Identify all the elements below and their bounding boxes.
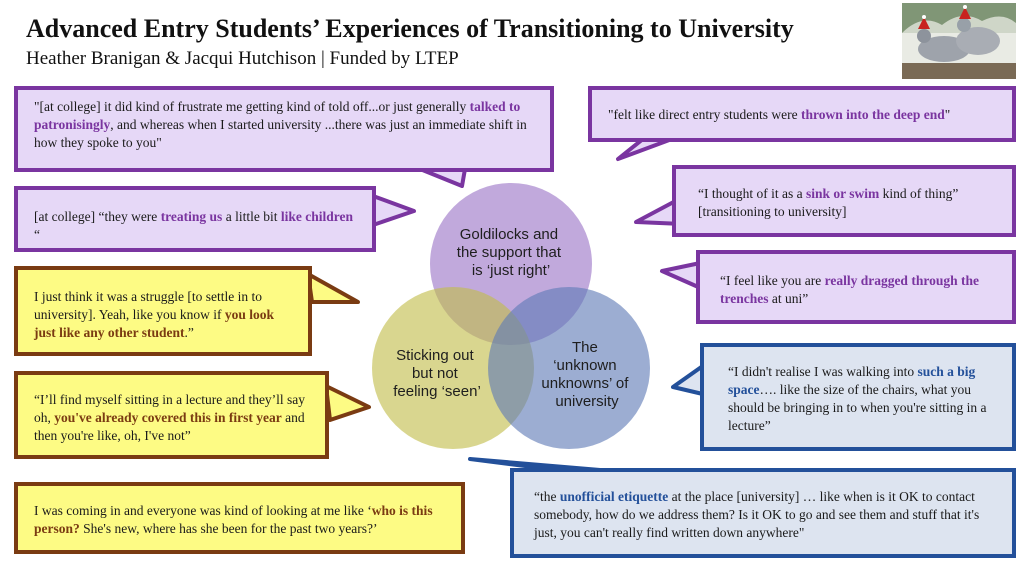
quote-bubble-first-year: “I’ll find myself sitting in a lecture a… xyxy=(14,371,329,459)
quote-text: at the place [university] … like when is… xyxy=(534,489,980,540)
quote-text: .” xyxy=(184,325,194,340)
quote-highlight: who is this person? xyxy=(34,503,433,536)
quote-bubble-etiquette: “the unofficial etiquette at the place [… xyxy=(510,468,1016,558)
quote-highlight: talked to patronisingly xyxy=(34,99,521,132)
quote-highlight: you've already covered this in first yea… xyxy=(54,410,282,425)
venn-circle-sticking-out xyxy=(372,287,534,449)
quote-text: kind of thing” [transitioning to univers… xyxy=(698,186,959,219)
quote-text: [at college] “they were xyxy=(34,209,161,224)
quote-text: “I’ll find myself sitting in a lecture a… xyxy=(34,392,306,425)
quote-highlight: treating us xyxy=(160,209,223,224)
quote-bubble-deep-end: "felt like direct entry students were th… xyxy=(588,86,1016,142)
quote-text: " xyxy=(944,107,951,122)
quote-text: “I didn't realise I was walking into xyxy=(728,364,918,379)
quote-bubble-sink-or-swim: “I thought of it as a sink or swim kind … xyxy=(672,165,1016,237)
quote-text: and then you're like, oh, I've not” xyxy=(34,410,305,443)
quote-text: a little bit xyxy=(222,209,281,224)
quote-bubble-who-is-this: I was coming in and everyone was kind of… xyxy=(14,482,465,554)
quote-highlight: such a big space xyxy=(728,364,976,397)
quote-bubble-big-space: “I didn't realise I was walking into suc… xyxy=(700,343,1016,451)
quote-text: at uni” xyxy=(768,291,809,306)
quote-bubble-any-student: I just think it was a struggle [to settl… xyxy=(14,266,312,356)
page-title: Advanced Entry Students’ Experiences of … xyxy=(26,14,794,43)
quote-text: …. like the size of the chairs, what you… xyxy=(728,382,987,433)
quote-highlight: unofficial etiquette xyxy=(559,489,669,504)
quote-text: “I thought of it as a xyxy=(698,186,806,201)
venn-label-left: Sticking out but not feeling ‘seen’ xyxy=(393,347,481,400)
quote-highlight: you look just like any other student xyxy=(34,307,275,340)
venn-label-top: Goldilocks and the support that is ‘just… xyxy=(457,226,565,279)
quote-text: I just think it was a struggle [to settl… xyxy=(34,289,262,322)
quote-text: I was coming in and everyone was kind of… xyxy=(34,503,372,518)
quote-text: She's new, where has she been for the pa… xyxy=(79,521,378,536)
page-subtitle: Heather Branigan & Jacqui Hutchison | Fu… xyxy=(26,48,459,69)
quote-highlight: sink or swim xyxy=(805,186,880,201)
quote-text: "[at college] it did kind of frustrate m… xyxy=(34,99,470,114)
quote-text: “I feel like you are xyxy=(720,273,825,288)
quote-highlight: thrown into the deep end xyxy=(800,107,945,122)
quote-highlight: really dragged through the trenches xyxy=(720,273,979,306)
quote-text: , and whereas when I started university … xyxy=(34,117,527,150)
quote-bubble-children: [at college] “they were treating us a li… xyxy=(14,186,376,252)
quote-highlight: like children xyxy=(280,209,353,224)
venn-circle-unknown-unknowns xyxy=(488,287,650,449)
quote-text: “the xyxy=(534,489,560,504)
quote-bubble-trenches: “I feel like you are really dragged thro… xyxy=(696,250,1016,324)
venn-label-right: The ‘unknown unknowns’ of university xyxy=(541,339,632,410)
quote-text: “ xyxy=(34,227,40,242)
quote-bubble-patronising: "[at college] it did kind of frustrate m… xyxy=(14,86,554,172)
quote-text: "felt like direct entry students were xyxy=(608,107,801,122)
pigeons-photo-icon xyxy=(902,3,1016,79)
